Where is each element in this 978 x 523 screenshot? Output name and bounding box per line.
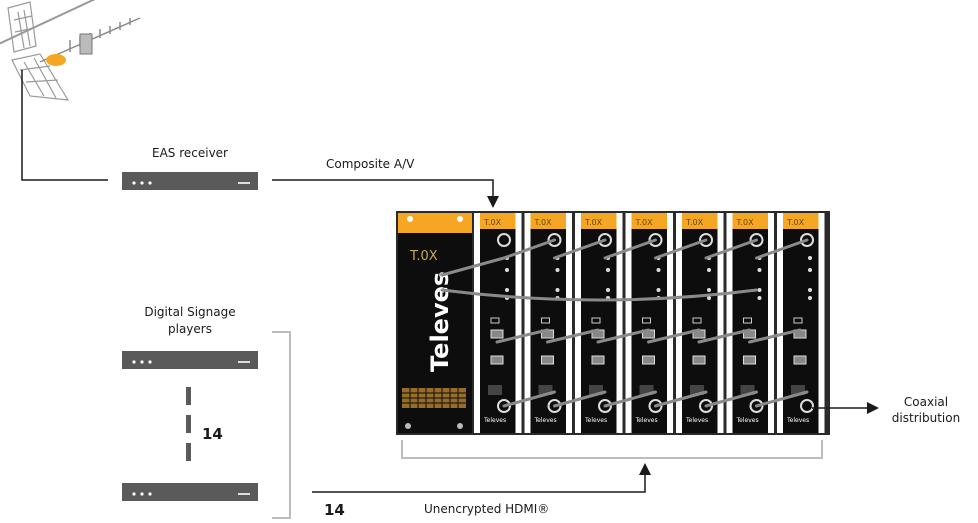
encoder-card: T.0X Televes — [474, 213, 522, 433]
antenna-icon — [0, 0, 141, 101]
card-label: Televes — [483, 417, 506, 424]
encoder-card: T.0X Televes — [777, 213, 825, 433]
players-ellipsis — [186, 387, 191, 461]
players-bracket — [272, 331, 291, 519]
patch-cable-mid — [647, 328, 701, 344]
patch-cable-top — [704, 238, 758, 260]
card-brand: T.0X — [635, 218, 654, 227]
signage-label-line2: players — [168, 322, 212, 336]
signage-player-bottom — [122, 483, 258, 501]
card-label: Televes — [584, 417, 607, 424]
card-brand: T.0X — [483, 218, 502, 227]
patch-cable-long — [440, 288, 758, 302]
patch-cable-bottom — [502, 390, 556, 408]
patch-cable-top — [553, 238, 607, 260]
hdmi-count: 14 — [324, 501, 345, 519]
module-brand: T.0X — [409, 249, 438, 264]
eas-receiver-device — [122, 172, 258, 190]
patch-cable-bottom — [755, 390, 809, 408]
patch-cable-top — [654, 238, 708, 260]
card-brand: T.0X — [685, 218, 704, 227]
patch-cable-bottom — [654, 390, 708, 408]
card-label: Televes — [534, 417, 557, 424]
patch-cable-mid — [495, 328, 549, 344]
coax-label-line1: Coaxial — [903, 395, 949, 409]
card-brand: T.0X — [584, 218, 603, 227]
antenna-cable — [21, 78, 108, 181]
composite-label: Composite A/V — [326, 157, 415, 171]
patch-cable-bottom — [553, 390, 607, 408]
patch-cable-mid — [596, 328, 650, 344]
encoder-card: T.0X Televes — [524, 213, 572, 433]
hdmi-label: Unencrypted HDMI® — [424, 502, 550, 516]
players-count: 14 — [202, 425, 223, 443]
patch-cable-bottom — [704, 390, 758, 408]
chassis-bracket — [401, 440, 823, 459]
patch-cable-bottom — [603, 390, 657, 408]
arrow-down-icon — [272, 179, 499, 208]
card-label: Televes — [786, 417, 809, 424]
arrow-up-icon — [312, 463, 651, 493]
eas-receiver-label: EAS receiver — [151, 146, 228, 160]
patch-cable-top — [502, 238, 556, 260]
patch-cable-top — [755, 238, 809, 260]
chassis-brand: Televes — [426, 272, 454, 372]
card-brand: T.0X — [786, 218, 805, 227]
card-label: Televes — [685, 417, 708, 424]
patch-cable-mid — [697, 328, 751, 344]
encoder-card: T.0X Televes — [625, 213, 673, 433]
encoder-card: T.0X Televes — [676, 213, 724, 433]
patch-cable-mid — [748, 328, 802, 344]
card-brand: T.0X — [534, 218, 553, 227]
encoder-card: T.0X Televes — [726, 213, 774, 433]
card-label: Televes — [736, 417, 759, 424]
patch-cable-av — [440, 256, 506, 277]
card-label: Televes — [635, 417, 658, 424]
card-brand: T.0X — [736, 218, 755, 227]
patch-cable-top — [603, 238, 657, 260]
encoder-card: T.0X Televes — [575, 213, 623, 433]
signage-label-line1: Digital Signage — [144, 305, 236, 319]
headend-chassis: T.0X Televes T.0XTelevesT.0XTelevesT.0XT… — [396, 211, 830, 435]
coax-label-line2: distribution — [891, 411, 961, 425]
patch-cable-mid — [546, 328, 600, 344]
signage-player-top — [122, 351, 258, 369]
